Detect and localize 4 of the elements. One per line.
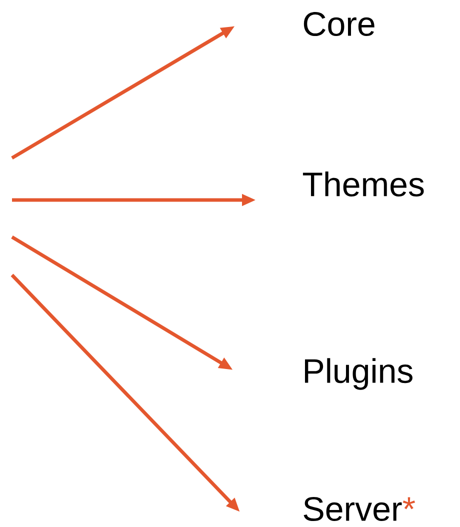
- node-label: Server*: [304, 496, 416, 522]
- node-label: Core: [304, 12, 374, 36]
- node-label: Plugins: [304, 358, 412, 390]
- node-label: Themes: [302, 172, 424, 196]
